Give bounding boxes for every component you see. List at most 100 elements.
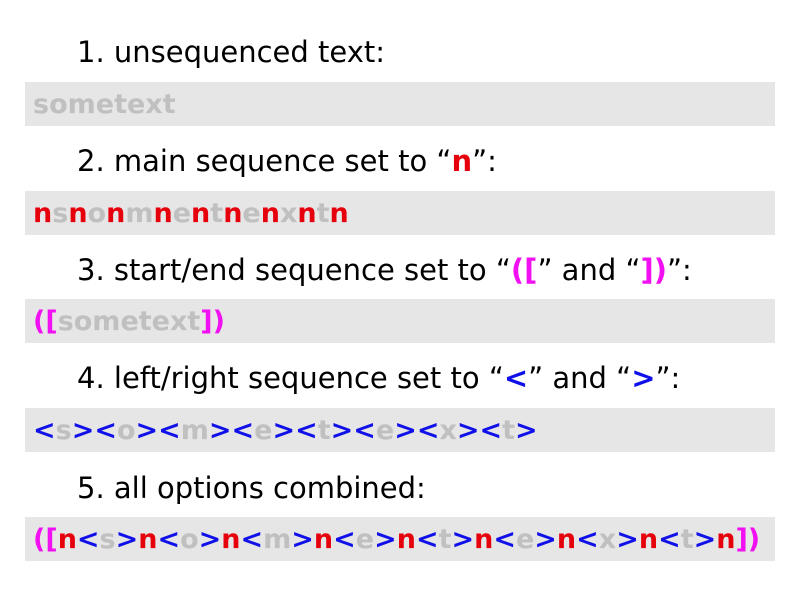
seq-left-right: < xyxy=(333,523,356,555)
seq-main: n xyxy=(396,523,416,555)
seq-text: s xyxy=(99,523,116,555)
label-text: ”: xyxy=(655,361,681,395)
seq-text: e xyxy=(254,414,273,446)
seq-text: sometext xyxy=(57,305,201,337)
sequence-5: ([n<s>n<o>n<m>n<e>n<t>n<e>n<x>n<t>n]) xyxy=(33,526,760,553)
sequence-2: nsnonmnentnenxntn xyxy=(33,200,349,227)
seq-main: n xyxy=(153,197,173,229)
seq-text: t xyxy=(317,414,331,446)
seq-left-right: < xyxy=(33,414,56,446)
seq-left-right: > xyxy=(631,361,656,395)
seq-main: n xyxy=(556,523,577,555)
seq-left-right: > xyxy=(534,523,557,555)
seq-main: n xyxy=(313,523,334,555)
seq-start-end: ([ xyxy=(510,253,538,287)
seq-left-right: < xyxy=(240,523,264,555)
seq-main: n xyxy=(260,197,280,229)
seq-start-end: ([ xyxy=(33,305,58,337)
seq-text: x xyxy=(439,414,457,446)
heading-2: 2. main sequence set to “n”: xyxy=(77,147,497,176)
seq-main: n xyxy=(221,523,241,555)
seq-start-end: ]) xyxy=(735,523,761,555)
label-text: 5. all options combined: xyxy=(77,471,426,505)
sequence-box-4: <s><o><m><e><t><e><x><t> xyxy=(25,408,775,452)
seq-text: t xyxy=(680,523,694,555)
seq-left-right: >< xyxy=(272,414,318,446)
seq-main: n xyxy=(451,144,473,178)
seq-left-right: < xyxy=(658,523,681,555)
seq-text: e xyxy=(515,523,535,555)
seq-text: m xyxy=(180,414,209,446)
seq-main: n xyxy=(138,523,158,555)
seq-main: n xyxy=(474,523,494,555)
seq-left-right: < xyxy=(493,523,516,555)
heading-1: 1. unsequenced text: xyxy=(77,38,385,67)
seq-main: n xyxy=(57,523,77,555)
seq-left-right: >< xyxy=(394,414,440,446)
heading-4: 4. left/right sequence set to “<” and “>… xyxy=(77,364,680,393)
seq-left-right: >< xyxy=(135,414,181,446)
seq-left-right: > xyxy=(198,523,222,555)
seq-text: t xyxy=(438,523,452,555)
label-text: ”: xyxy=(667,253,692,287)
label-text: ”: xyxy=(472,144,497,178)
seq-text: x xyxy=(279,197,298,229)
seq-left-right: < xyxy=(503,361,529,395)
seq-text: e xyxy=(355,523,375,555)
seq-text: x xyxy=(598,523,617,555)
seq-main: n xyxy=(223,197,243,229)
sequence-box-3: ([sometext]) xyxy=(25,299,775,343)
seq-main: n xyxy=(68,197,88,229)
sequence-4: <s><o><m><e><t><e><x><t> xyxy=(33,417,538,444)
seq-main: n xyxy=(33,197,53,229)
seq-left-right: > xyxy=(374,523,397,555)
seq-main: n xyxy=(297,197,317,229)
seq-left-right: < xyxy=(76,523,100,555)
label-text: ” and “ xyxy=(528,361,632,395)
seq-text: sometext xyxy=(33,88,176,120)
seq-main: n xyxy=(638,523,659,555)
seq-start-end: ]) xyxy=(640,253,667,287)
sequence-3: ([sometext]) xyxy=(33,308,225,335)
seq-text: s xyxy=(52,197,69,229)
seq-main: n xyxy=(329,197,349,229)
sequence-box-2: nsnonmnentnenxntn xyxy=(25,191,775,235)
seq-text: e xyxy=(375,414,395,446)
sequence-box-5: ([n<s>n<o>n<m>n<e>n<t>n<e>n<x>n<t>n]) xyxy=(25,517,775,561)
seq-left-right: >< xyxy=(71,414,117,446)
seq-text: o xyxy=(87,197,107,229)
seq-left-right: < xyxy=(157,523,181,555)
sequence-1: sometext xyxy=(33,91,176,118)
seq-left-right: > xyxy=(616,523,639,555)
label-text: 4. left/right sequence set to “ xyxy=(77,361,504,395)
seq-start-end: ]) xyxy=(200,305,225,337)
seq-main: n xyxy=(106,197,126,229)
label-text: ” and “ xyxy=(537,253,641,287)
seq-start-end: ([ xyxy=(33,523,58,555)
seq-text: t xyxy=(502,414,516,446)
seq-left-right: >< xyxy=(456,414,503,446)
seq-main: n xyxy=(716,523,736,555)
seq-text: s xyxy=(55,414,72,446)
label-text: 2. main sequence set to “ xyxy=(77,144,452,178)
seq-text: t xyxy=(316,197,330,229)
seq-left-right: < xyxy=(415,523,439,555)
label-text: 1. unsequenced text: xyxy=(77,35,386,69)
heading-3: 3. start/end sequence set to “([” and “]… xyxy=(77,256,692,285)
seq-text: m xyxy=(263,523,292,555)
seq-text: e xyxy=(172,197,192,229)
seq-left-right: > xyxy=(115,523,139,555)
seq-text: e xyxy=(242,197,261,229)
sequence-box-1: sometext xyxy=(25,82,775,126)
seq-text: o xyxy=(116,414,136,446)
seq-left-right: > xyxy=(693,523,717,555)
seq-left-right: >< xyxy=(330,414,376,446)
heading-5: 5. all options combined: xyxy=(77,474,426,503)
seq-left-right: > xyxy=(451,523,475,555)
seq-text: m xyxy=(125,197,154,229)
seq-text: t xyxy=(210,197,224,229)
seq-left-right: > xyxy=(291,523,314,555)
seq-left-right: >< xyxy=(208,414,255,446)
seq-main: n xyxy=(191,197,211,229)
